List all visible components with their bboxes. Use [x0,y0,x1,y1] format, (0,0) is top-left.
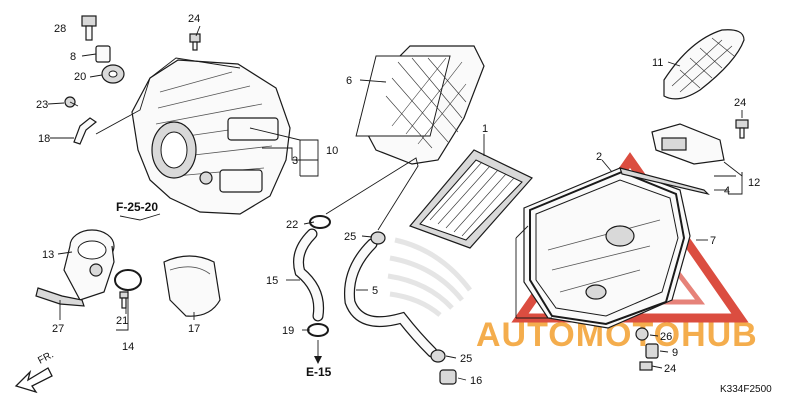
callout-11: 11 [652,57,663,69]
bolt-28 [81,15,97,41]
clip-19 [307,323,329,337]
connecting-tube-13 [63,229,115,301]
callout-12: 12 [748,177,760,189]
leaders-upper-left [47,25,319,221]
air-filter-element-1 [408,149,533,249]
drain-plug-9 [645,343,659,359]
callout-17: 17 [188,323,200,335]
screw-23 [64,96,79,108]
callout-19: 19 [282,325,294,337]
bracket-12 [651,123,725,165]
clip-22 [309,215,331,229]
callout-18: 18 [38,133,50,145]
callout-labels: 28 8 20 23 18 24 10 3 F-25-20 13 27 21 1… [36,13,772,395]
watermark-wing-logo [387,237,472,317]
callout-4: 4 [724,185,730,197]
seal-2 [529,170,686,326]
callout-14: 14 [122,341,134,353]
air-cleaner-cover-3 [131,59,291,215]
callout-23: 23 [36,99,48,111]
element-mesh [355,55,451,137]
grommet-20 [101,64,125,84]
callout-9: 9 [672,347,678,359]
air-cleaner-case-7 [523,167,691,329]
tube-18 [73,117,98,145]
callout-27: 27 [52,323,64,335]
callout-7: 7 [710,235,716,247]
bolt-24-right [735,119,749,139]
drain-tube-5 [343,238,438,358]
band-27 [35,287,85,307]
callout-26: 26 [660,331,672,343]
plug-16 [439,369,457,385]
seal-strip-4 [619,167,710,196]
leaders-lower-left [57,251,195,331]
diagram-code: K334F2500 [720,384,772,395]
clamp-14 [114,269,142,291]
callout-3: 3 [292,155,298,167]
callout-13: 13 [42,249,54,261]
callout-6: 6 [346,75,352,87]
callout-25-lower: 25 [460,353,472,365]
callout-24-right: 24 [734,97,746,109]
bolt-24-top [189,33,201,51]
collar-8 [95,45,111,63]
ref-f-25-20: F-25-20 [116,200,158,214]
bolt-24-lower [639,361,653,371]
tube-15 [293,228,325,322]
leaders-middle [286,79,485,381]
cap-26 [635,327,649,341]
callout-5: 5 [372,285,378,297]
clip-25-upper [370,231,386,245]
callout-25-upper: 25 [344,231,356,243]
clip-25-lower [430,349,446,363]
screw-21 [119,291,129,309]
callout-28: 28 [54,23,66,35]
callout-8: 8 [70,51,76,63]
callout-20: 20 [74,71,86,83]
element-frame-6 [355,45,485,165]
callout-24-top: 24 [188,13,200,25]
callout-15: 15 [266,275,278,287]
callout-10: 10 [326,145,338,157]
callout-16: 16 [470,375,482,387]
callout-24-lower: 24 [664,363,676,375]
intake-duct-11 [663,29,745,100]
cover-17 [163,255,221,317]
callout-22: 22 [286,219,298,231]
leaders-right [515,61,743,369]
ref-fr: FR. [36,349,55,366]
callout-1: 1 [482,123,488,135]
callout-2: 2 [596,151,602,163]
front-direction-arrow [14,367,53,394]
callout-21: 21 [116,315,128,327]
ref-e-15: E-15 [306,365,332,379]
